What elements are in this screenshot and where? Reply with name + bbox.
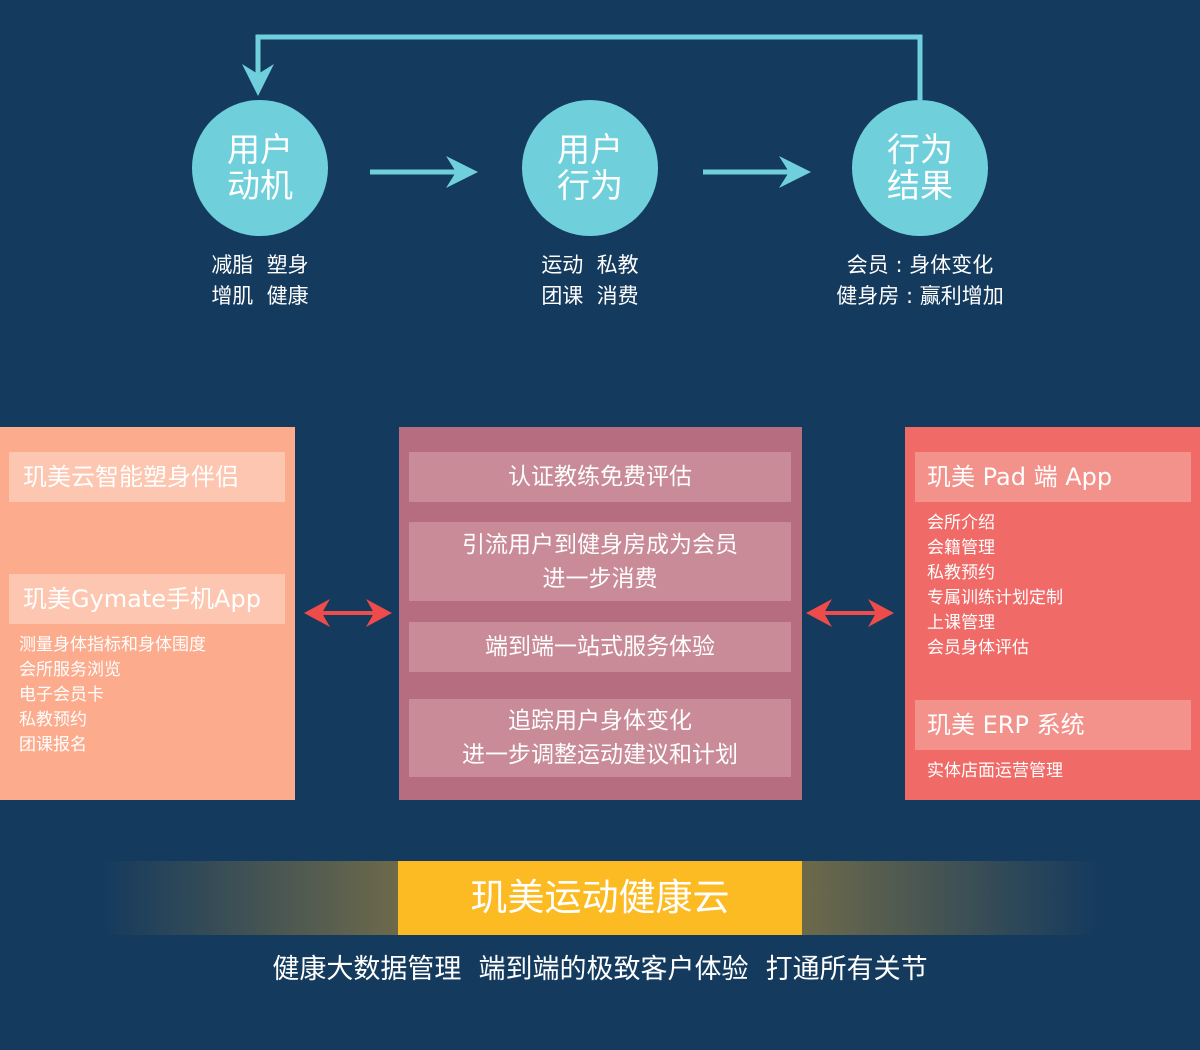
left-panel-companion-box: 玑美云智能塑身伴侣 bbox=[9, 452, 285, 502]
flow-arrow-2-head bbox=[779, 156, 811, 188]
list-item: 电子会员卡 bbox=[19, 685, 104, 705]
flow-step-motivation-detail-1: 减脂 塑身 bbox=[211, 253, 309, 277]
center-box-member-conversion-line-1: 引流用户到健身房成为会员 bbox=[462, 531, 738, 558]
center-box-coach-assessment: 认证教练免费评估 bbox=[409, 452, 791, 502]
list-item: 专属训练计划定制 bbox=[927, 588, 1063, 608]
right-panel: 玑美 Pad 端 App 会所介绍 会籍管理 私教预约 专属训练计划定制 上课管… bbox=[905, 427, 1200, 800]
left-center-double-arrow-head-left bbox=[304, 599, 330, 627]
list-item: 会员身体评估 bbox=[927, 638, 1029, 658]
list-item: 实体店面运营管理 bbox=[927, 761, 1063, 781]
flow-step-behavior: 用户 行为 bbox=[522, 100, 658, 236]
flow-step-motivation-title-1: 用户 bbox=[227, 130, 293, 169]
flow-step-result-detail-1: 会员 : 身体变化 bbox=[846, 253, 994, 277]
center-box-end-to-end: 端到端一站式服务体验 bbox=[409, 622, 791, 672]
left-center-double-arrow-head-right bbox=[366, 599, 392, 627]
right-panel-pad-app-box: 玑美 Pad 端 App bbox=[915, 452, 1191, 502]
center-panel: 认证教练免费评估 引流用户到健身房成为会员 进一步消费 端到端一站式服务体验 追… bbox=[399, 427, 802, 800]
left-panel-feature-list: 测量身体指标和身体围度 会所服务浏览 电子会员卡 私教预约 团课报名 bbox=[19, 633, 206, 758]
flow-step-motivation-details: 减脂 塑身 增肌 健康 bbox=[140, 250, 380, 312]
flow-step-behavior-title-1: 用户 bbox=[557, 130, 623, 169]
flow-step-behavior-detail-1: 运动 私教 bbox=[541, 253, 639, 277]
list-item: 会籍管理 bbox=[927, 538, 995, 558]
center-box-tracking-line-2: 进一步调整运动建议和计划 bbox=[462, 742, 738, 768]
right-panel-erp-feature-list: 实体店面运营管理 bbox=[927, 759, 1063, 784]
flow-step-result-details: 会员 : 身体变化 健身房 : 赢利增加 bbox=[800, 250, 1040, 312]
center-box-coach-assessment-text: 认证教练免费评估 bbox=[508, 464, 692, 490]
center-box-tracking-line-1: 追踪用户身体变化 bbox=[508, 708, 692, 734]
left-panel: 玑美云智能塑身伴侣 玑美Gymate手机App 测量身体指标和身体围度 会所服务… bbox=[0, 427, 295, 800]
flow-arrow-1-head bbox=[446, 156, 478, 188]
center-right-double-arrow-head-right bbox=[868, 599, 894, 627]
list-item: 团课报名 bbox=[19, 735, 87, 755]
feedback-loop-line bbox=[255, 34, 923, 100]
center-box-end-to-end-text: 端到端一站式服务体验 bbox=[485, 634, 715, 660]
flow-step-result-title-2: 结果 bbox=[887, 166, 953, 205]
center-box-tracking: 追踪用户身体变化 进一步调整运动建议和计划 bbox=[409, 699, 791, 777]
center-box-member-conversion-line-2: 进一步消费 bbox=[542, 565, 658, 592]
flow-step-motivation-title-2: 动机 bbox=[227, 166, 293, 205]
flow-step-behavior-details: 运动 私教 团课 消费 bbox=[470, 250, 710, 312]
list-item: 私教预约 bbox=[19, 710, 87, 730]
left-panel-app-box: 玑美Gymate手机App bbox=[9, 574, 285, 624]
center-box-member-conversion: 引流用户到健身房成为会员 进一步消费 bbox=[409, 522, 791, 601]
center-right-double-arrow-head-left bbox=[806, 599, 832, 627]
right-panel-erp-box: 玑美 ERP 系统 bbox=[915, 700, 1191, 750]
list-item: 会所介绍 bbox=[927, 513, 995, 533]
list-item: 测量身体指标和身体围度 bbox=[19, 635, 206, 655]
flow-step-result: 行为 结果 bbox=[852, 100, 988, 236]
list-item: 会所服务浏览 bbox=[19, 660, 121, 680]
list-item: 上课管理 bbox=[927, 613, 995, 633]
flow-step-behavior-detail-2: 团课 消费 bbox=[541, 284, 639, 308]
flow-step-motivation: 用户 动机 bbox=[192, 100, 328, 236]
right-panel-pad-feature-list: 会所介绍 会籍管理 私教预约 专属训练计划定制 上课管理 会员身体评估 bbox=[927, 511, 1063, 661]
flow-step-result-title-1: 行为 bbox=[887, 130, 953, 169]
base-cloud-title: 玑美运动健康云 bbox=[398, 861, 802, 935]
flow-step-result-detail-2: 健身房 : 赢利增加 bbox=[836, 284, 1004, 308]
feedback-loop-arrowhead bbox=[242, 64, 274, 96]
base-tagline: 健康大数据管理 端到端的极致客户体验 打通所有关节 bbox=[272, 954, 928, 985]
flow-step-motivation-detail-2: 增肌 健康 bbox=[211, 284, 309, 308]
flow-step-behavior-title-2: 行为 bbox=[557, 166, 623, 205]
list-item: 私教预约 bbox=[927, 563, 995, 583]
